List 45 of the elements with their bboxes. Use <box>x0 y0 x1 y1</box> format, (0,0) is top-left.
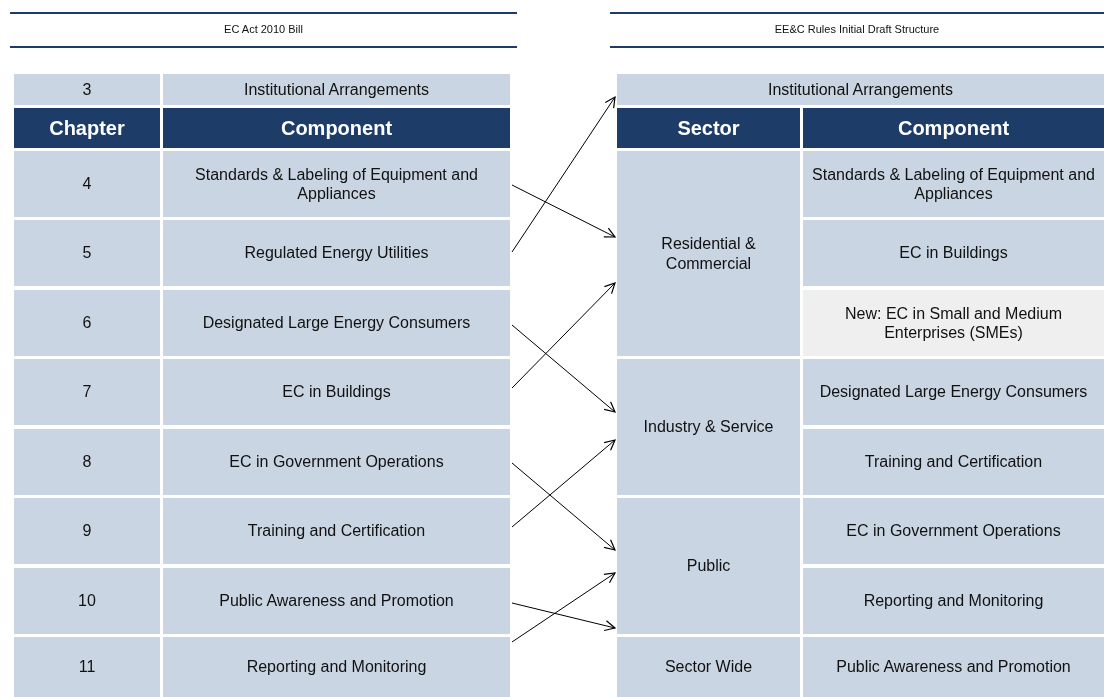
component-cell: New: EC in Small and Medium Enterprises (SMEs) <box>803 290 1104 356</box>
chapter-number-cell: 11 <box>14 637 160 697</box>
header-cell: Sector <box>617 108 800 148</box>
component-cell: Public Awareness and Promotion <box>803 637 1104 697</box>
component-cell: Training and Certification <box>163 498 510 564</box>
component-cell: Reporting and Monitoring <box>163 637 510 697</box>
arrow <box>511 282 616 389</box>
component-cell: Institutional Arrangements <box>617 74 1104 105</box>
component-cell: Regulated Energy Utilities <box>163 220 510 286</box>
arrow <box>511 324 616 413</box>
table-heading: EC Act 2010 Bill <box>223 23 304 35</box>
component-cell: Standards & Labeling of Equipment and Appliances <box>803 151 1104 217</box>
chapter-number-cell: 3 <box>14 74 160 105</box>
component-cell: Designated Large Energy Consumers <box>803 359 1104 425</box>
chapter-number-cell: 6 <box>14 290 160 356</box>
sector-cell: Residential & Commercial <box>617 151 800 356</box>
sector-cell: Sector Wide <box>617 637 800 697</box>
arrow <box>511 439 616 528</box>
arrow <box>511 462 616 551</box>
arrow <box>511 602 616 632</box>
header-cell: Chapter <box>14 108 160 148</box>
header-cell: Component <box>803 108 1104 148</box>
component-cell: EC in Government Operations <box>803 498 1104 564</box>
chapter-number-cell: 9 <box>14 498 160 564</box>
component-cell: EC in Buildings <box>803 220 1104 286</box>
component-cell: EC in Government Operations <box>163 429 510 495</box>
chapter-number-cell: 4 <box>14 151 160 217</box>
header-cell: Component <box>163 108 510 148</box>
component-cell: Reporting and Monitoring <box>803 568 1104 634</box>
table-heading: EE&C Rules Initial Draft Structure <box>773 23 941 35</box>
arrow <box>511 96 616 253</box>
sector-cell: Public <box>617 498 800 634</box>
component-cell: Public Awareness and Promotion <box>163 568 510 634</box>
component-cell: EC in Buildings <box>163 359 510 425</box>
arrow <box>511 572 616 643</box>
component-cell: Training and Certification <box>803 429 1104 495</box>
component-cell: Standards & Labeling of Equipment and Appliances <box>163 151 510 217</box>
sector-cell: Industry & Service <box>617 359 800 495</box>
chapter-number-cell: 7 <box>14 359 160 425</box>
chapter-number-cell: 8 <box>14 429 160 495</box>
chapter-number-cell: 5 <box>14 220 160 286</box>
component-cell: Designated Large Energy Consumers <box>163 290 510 356</box>
chapter-number-cell: 10 <box>14 568 160 634</box>
component-cell: Institutional Arrangements <box>163 74 510 105</box>
arrow <box>511 184 616 238</box>
